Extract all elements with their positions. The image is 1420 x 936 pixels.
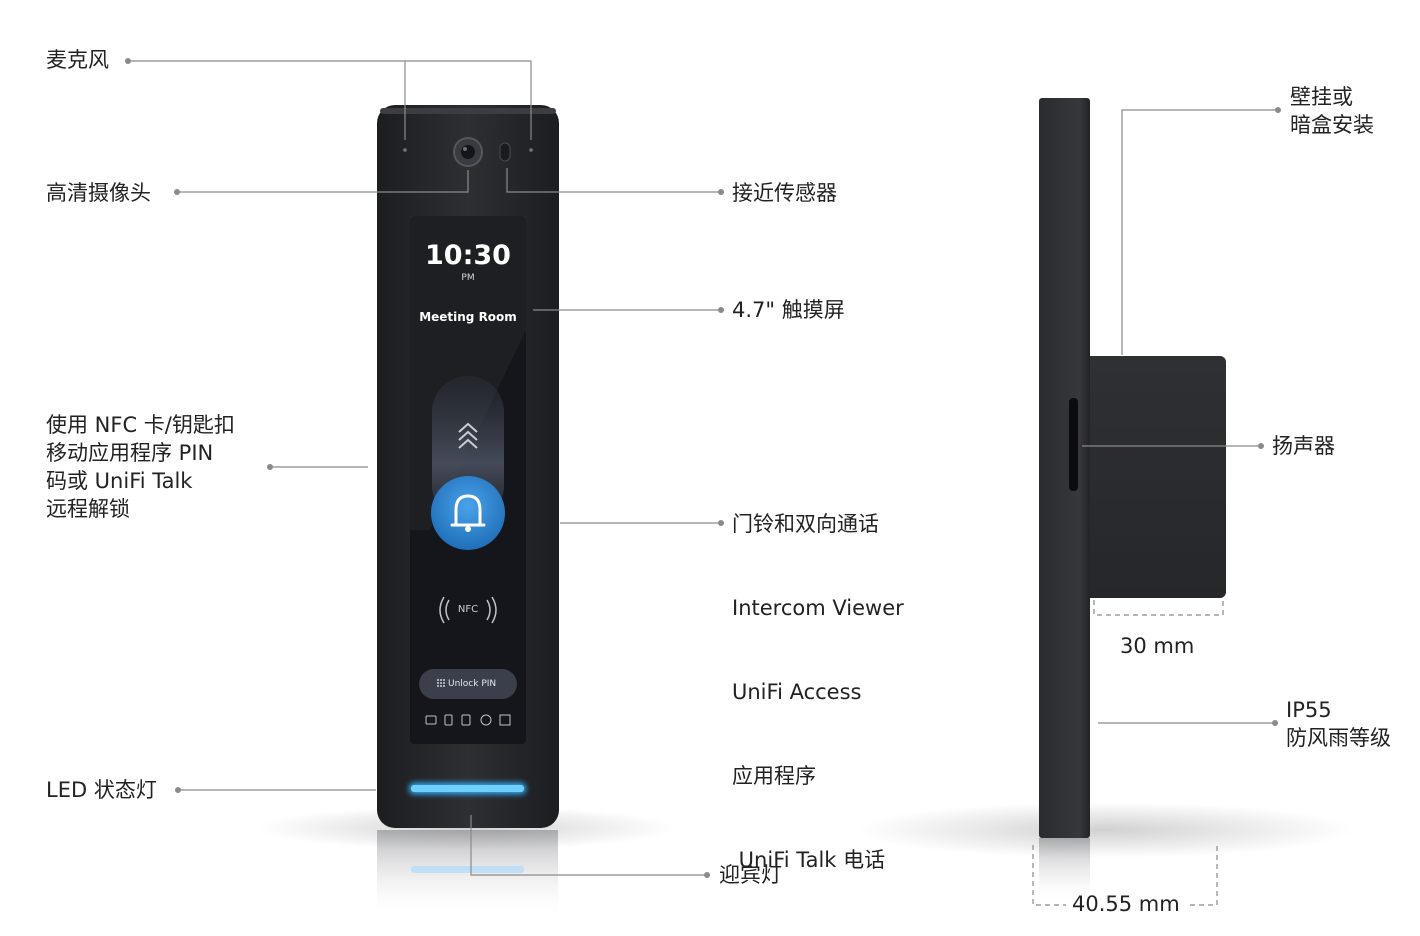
dimension-depth: 30 mm <box>1120 634 1195 658</box>
unlock-pin-button <box>419 669 517 699</box>
mounting-box <box>1085 356 1226 598</box>
mounting-line-2: 暗盒安装 <box>1290 113 1374 137</box>
unlock-methods-line-3: 码或 UniFi Talk <box>46 469 193 493</box>
rating-line-2: 防风雨等级 <box>1286 726 1391 750</box>
rating-line-1: IP55 <box>1286 698 1332 722</box>
front-view <box>257 105 677 920</box>
doorbell-line-5: UniFi Talk 电话 <box>732 848 886 872</box>
label-unlock-methods: 使用 NFC 卡/钥匙扣 移动应用程序 PIN 码或 UniFi Talk 远程… <box>46 411 235 523</box>
label-led-status: LED 状态灯 <box>46 778 157 802</box>
mic-left-icon <box>403 148 407 152</box>
label-mounting: 壁挂或 暗盒安装 <box>1290 83 1374 139</box>
side-shadow <box>855 802 1355 858</box>
label-welcome-light: 迎宾灯 <box>719 863 782 887</box>
label-rating: IP55 防风雨等级 <box>1286 696 1391 752</box>
reflection-led <box>411 866 524 873</box>
doorbell-line-2: Intercom Viewer <box>732 596 904 620</box>
leader-dots <box>125 58 1281 878</box>
mounting-line-1: 壁挂或 <box>1290 85 1353 109</box>
doorbell-button <box>431 476 505 550</box>
side-reflection <box>1039 838 1090 905</box>
side-body <box>1039 98 1090 838</box>
leader-lines <box>128 60 1278 876</box>
doorbell-line-4: 应用程序 <box>732 764 816 788</box>
device-top-cap <box>380 108 556 114</box>
nfc-icon <box>439 596 497 624</box>
dimension-thickness: 40.55 mm <box>1072 892 1180 916</box>
dimension-lines <box>1032 600 1224 906</box>
label-proximity-sensor: 接近传感器 <box>732 181 837 205</box>
nfc-label: NFC <box>457 604 479 615</box>
label-speaker: 扬声器 <box>1272 434 1335 458</box>
speaker-slot <box>1069 398 1078 491</box>
keypad-icon <box>437 679 445 687</box>
unlock-methods-line-1: 使用 NFC 卡/钥匙扣 <box>46 413 235 437</box>
label-microphone: 麦克风 <box>46 48 109 72</box>
led-status-bar <box>411 785 524 792</box>
chevron-up-icon <box>458 422 478 449</box>
side-view <box>855 98 1355 905</box>
unlock-pin-label: Unlock PIN <box>448 679 497 689</box>
mic-right-icon <box>529 148 533 152</box>
front-reflection <box>377 830 558 920</box>
doorbell-line-1: 门铃和双向通话 <box>732 512 879 536</box>
label-doorbell-intercom: 门铃和双向通话 Intercom Viewer UniFi Access 应用程… <box>732 454 904 902</box>
screen-room-name: Meeting Room <box>419 310 517 324</box>
unlock-methods-line-2: 移动应用程序 PIN <box>46 441 214 465</box>
screen-time: 10:30 <box>425 240 511 271</box>
label-camera: 高清摄像头 <box>46 181 151 205</box>
bell-icon <box>450 494 486 532</box>
unlock-methods-line-4: 远程解锁 <box>46 497 130 521</box>
screen-ampm: PM <box>461 273 475 283</box>
access-method-icons <box>425 714 511 726</box>
doorbell-line-3: UniFi Access <box>732 680 862 704</box>
proximity-sensor-icon <box>499 142 511 162</box>
label-touchscreen: 4.7" 触摸屏 <box>732 298 845 322</box>
